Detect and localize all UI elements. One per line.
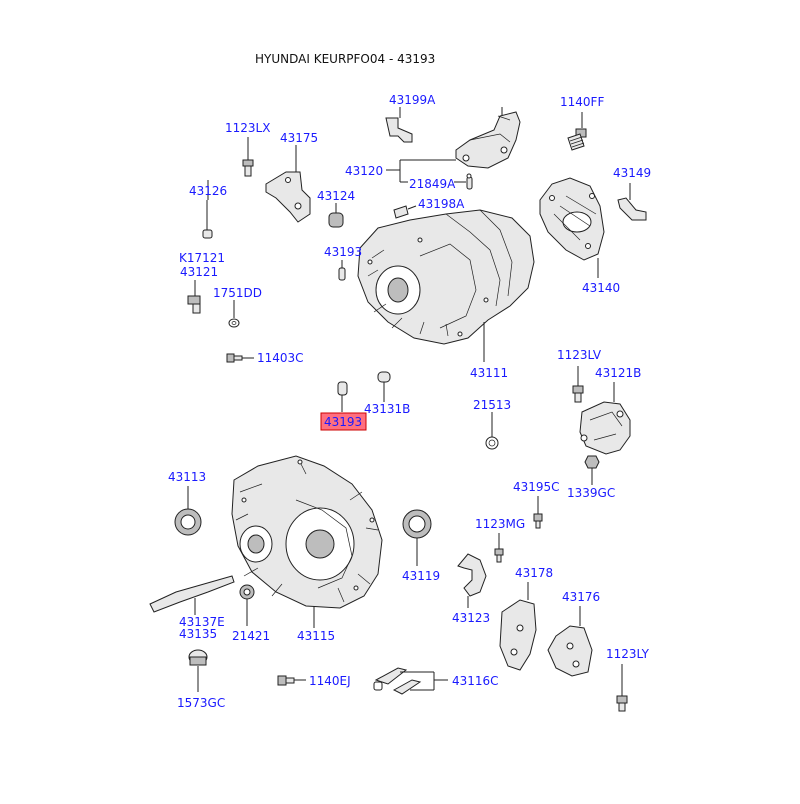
part-21849A <box>466 173 473 190</box>
part-43131B <box>377 371 391 402</box>
callout-labels: 43199A 1140FF 1123LX 43175 43120 21849A … <box>168 93 651 710</box>
part-11403C <box>226 353 254 363</box>
part-1573GC <box>188 649 208 692</box>
label-43149[interactable]: 43149 <box>613 166 651 180</box>
label-43123[interactable]: 43123 <box>452 611 490 625</box>
label-1751DD[interactable]: 1751DD <box>213 286 262 300</box>
label-43175[interactable]: 43175 <box>280 131 318 145</box>
part-43121B <box>579 382 631 455</box>
part-43175 <box>265 145 311 223</box>
label-43135[interactable]: 43135 <box>179 627 217 641</box>
part-43116C <box>373 667 448 695</box>
diagram-title: HYUNDAI KEURPFO04 - 43193 <box>255 52 436 66</box>
label-21849A[interactable]: 21849A <box>409 177 456 191</box>
part-43113 <box>174 486 202 536</box>
part-1123LY <box>616 664 628 712</box>
label-43111[interactable]: 43111 <box>470 366 508 380</box>
part-43176 <box>547 606 593 677</box>
label-43121B[interactable]: 43121B <box>595 366 641 380</box>
label-43115[interactable]: 43115 <box>297 629 335 643</box>
part-1751DD <box>228 300 240 328</box>
label-43199A[interactable]: 43199A <box>389 93 436 107</box>
part-43126 <box>202 200 213 239</box>
highlight-box <box>320 412 367 431</box>
part-43140 <box>539 177 605 278</box>
part-43193-upper <box>338 260 346 281</box>
label-43137E[interactable]: 43137E <box>179 615 225 629</box>
label-43121[interactable]: 43121 <box>180 265 218 279</box>
label-K17121[interactable]: K17121 <box>179 251 225 265</box>
part-43149 <box>617 183 647 221</box>
label-43119[interactable]: 43119 <box>402 569 440 583</box>
label-43176[interactable]: 43176 <box>562 590 600 604</box>
part-43124 <box>328 203 344 228</box>
part-43123 <box>457 553 487 608</box>
label-11403C[interactable]: 11403C <box>257 351 304 365</box>
label-1140FF[interactable]: 1140FF <box>560 95 604 109</box>
part-43121-bolt <box>187 280 201 314</box>
part-1140EJ <box>277 675 306 686</box>
label-1123LV[interactable]: 1123LV <box>557 348 602 362</box>
part-43198A <box>393 205 417 219</box>
label-43193-selected[interactable]: 43193 <box>324 415 362 429</box>
part-1123LX <box>242 137 254 177</box>
part-43195C <box>533 496 543 529</box>
label-1123LY[interactable]: 1123LY <box>606 647 650 661</box>
part-1140FF <box>567 112 587 151</box>
part-43178 <box>499 582 537 671</box>
label-43116C[interactable]: 43116C <box>452 674 499 688</box>
label-43131B[interactable]: 43131B <box>364 402 410 416</box>
label-1140EJ[interactable]: 1140EJ <box>309 674 351 688</box>
label-43195C[interactable]: 43195C <box>513 480 560 494</box>
leader-lines <box>207 159 466 200</box>
part-43119 <box>402 509 432 566</box>
part-43137E <box>149 575 235 615</box>
label-21513[interactable]: 21513 <box>473 398 511 412</box>
part-43199A <box>385 107 413 143</box>
part-1339GC <box>584 455 600 485</box>
part-1123MG <box>494 533 504 563</box>
part-1123LV <box>572 366 584 403</box>
label-1123LX[interactable]: 1123LX <box>225 121 270 135</box>
label-1573GC[interactable]: 1573GC <box>177 696 225 710</box>
label-43178[interactable]: 43178 <box>515 566 553 580</box>
part-43193-lower <box>337 381 348 412</box>
part-43120 <box>455 107 521 169</box>
label-43193-upper[interactable]: 43193 <box>324 245 362 259</box>
part-21513 <box>485 412 499 450</box>
label-43126[interactable]: 43126 <box>189 184 227 198</box>
label-1339GC[interactable]: 1339GC <box>567 486 615 500</box>
part-43115-clutch-housing <box>231 455 383 628</box>
part-43111-transmission-case <box>357 209 535 362</box>
label-21421[interactable]: 21421 <box>232 629 270 643</box>
label-43198A[interactable]: 43198A <box>418 197 465 211</box>
label-43124[interactable]: 43124 <box>317 189 355 203</box>
part-21421 <box>239 584 255 626</box>
label-43140[interactable]: 43140 <box>582 281 620 295</box>
label-43113[interactable]: 43113 <box>168 470 206 484</box>
label-43120[interactable]: 43120 <box>345 164 383 178</box>
label-1123MG[interactable]: 1123MG <box>475 517 525 531</box>
